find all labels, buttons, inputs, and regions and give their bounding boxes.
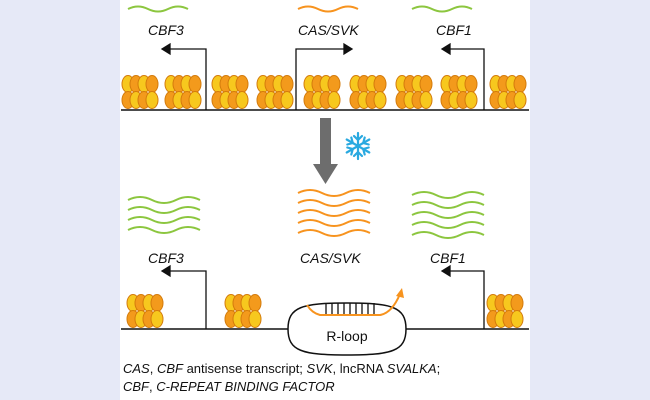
cbf1-transcripts (411, 191, 485, 239)
cbf1-label: CBF1 (430, 250, 466, 266)
caption-text: , (149, 361, 157, 376)
r-loop: R-loop (287, 288, 407, 356)
snowflake-icon (345, 131, 371, 161)
nucleosome (395, 75, 433, 109)
cas-svk-label: CAS/SVK (300, 250, 361, 266)
r-loop-label: R-loop (326, 328, 367, 344)
top-state: CBF3 CAS/SVK CBF1 (121, 5, 529, 111)
cas-svk-promoter-arrow (295, 42, 354, 110)
nucleosome (440, 75, 478, 109)
nucleosome (211, 75, 249, 109)
rna-dna-hybrid-ticks (325, 303, 375, 315)
cbf3-promoter-arrow (160, 264, 207, 329)
rna-arrowhead (396, 288, 404, 298)
cas-svk-transcripts (297, 189, 371, 237)
cas-svk-transcript (297, 5, 359, 13)
caption-term: SVK (306, 361, 333, 376)
rna-strand (306, 293, 401, 316)
caption-text: , (149, 379, 157, 394)
cbf1-label: CBF1 (436, 22, 472, 38)
nucleosome (164, 75, 202, 109)
nucleosome (126, 294, 164, 328)
cbf3-transcripts (127, 196, 201, 234)
nucleosome (224, 294, 262, 328)
cbf1-promoter-arrow (440, 264, 485, 329)
caption-term: CBF (123, 379, 149, 394)
cbf3-label: CBF3 (148, 250, 184, 266)
nucleosome (121, 75, 159, 109)
nucleosome (303, 75, 341, 109)
cbf3-transcript (127, 5, 189, 13)
caption-text: , lncRNA (332, 361, 387, 376)
cbf3-label: CBF3 (148, 22, 184, 38)
nucleosome (256, 75, 294, 109)
bottom-state: CBF3 CAS/SVK CBF1 (121, 189, 529, 356)
cbf1-transcript (411, 5, 473, 13)
caption-term: C-REPEAT BINDING FACTOR (156, 379, 335, 394)
caption-line-1: CAS, CBF antisense transcript; SVK, lncR… (123, 361, 533, 376)
nucleosome (489, 75, 527, 109)
caption-text: ; (436, 361, 441, 376)
caption-term: CAS (123, 361, 150, 376)
cas-svk-label: CAS/SVK (298, 22, 359, 38)
cbf1-promoter-arrow (440, 42, 485, 110)
nucleosome (486, 294, 524, 328)
cbf3-promoter-arrow (160, 42, 207, 110)
nucleosome (349, 75, 387, 109)
caption-text: antisense transcript; (182, 361, 307, 376)
caption-term: SVALKA (386, 361, 437, 376)
caption-term: CBF (156, 361, 183, 376)
caption-line-2: CBF, C-REPEAT BINDING FACTOR (123, 379, 533, 394)
down-arrow-icon (313, 118, 338, 184)
